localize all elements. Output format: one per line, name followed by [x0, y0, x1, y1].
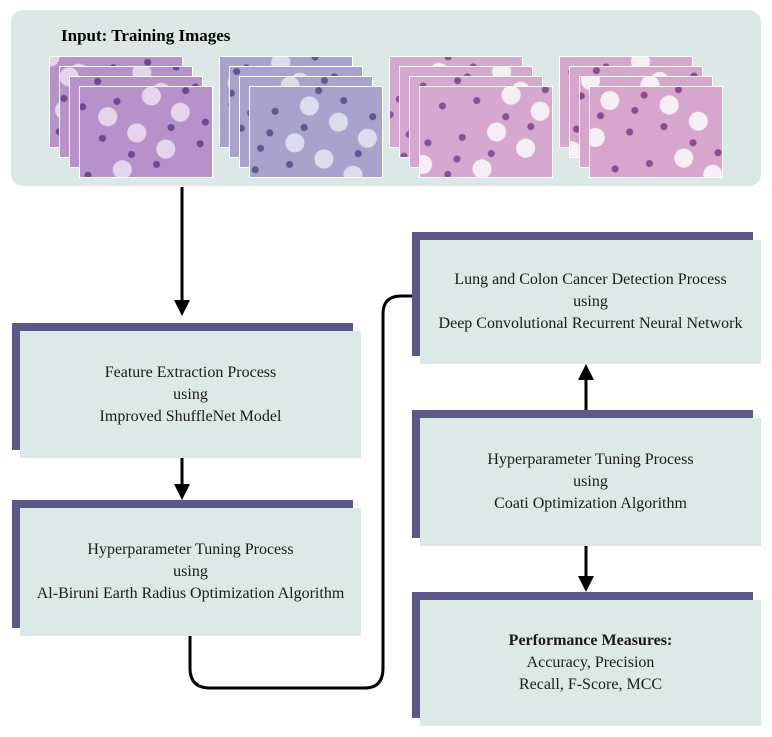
input-panel: Input: Training Images — [11, 10, 761, 186]
performance-line1: Accuracy, Precision — [526, 654, 655, 671]
arrowhead-detection — [578, 364, 594, 380]
colon-tissue-stack-2-image-4 — [589, 86, 723, 178]
detection-line3: Deep Convolutional Recurrent Neural Netw… — [438, 315, 743, 332]
arrowhead-hp-left — [174, 484, 190, 500]
arrowhead-performance — [578, 576, 594, 592]
feature-line2: using — [173, 385, 208, 403]
lung-tissue-stack-2-image-4 — [249, 86, 383, 178]
arrowhead-feature — [174, 300, 190, 316]
input-title: Input: Training Images — [61, 26, 231, 45]
image-stack-1 — [49, 56, 219, 186]
feature-line3: Improved ShuffleNet Model — [99, 407, 282, 425]
image-stack-2 — [219, 56, 389, 186]
hp-left-line1: Hyperparameter Tuning Process — [87, 541, 294, 558]
hp-tuning-right-box: Hyperparameter Tuning Process using Coat… — [420, 418, 761, 546]
image-stack-4 — [559, 56, 729, 186]
detection-box: Lung and Colon Cancer Detection Process … — [420, 240, 761, 364]
detection-line2: using — [573, 293, 608, 310]
performance-line2: Recall, F-Score, MCC — [518, 676, 663, 693]
detection-line1: Lung and Colon Cancer Detection Process — [454, 271, 727, 288]
hp-tuning-left-box: Hyperparameter Tuning Process using Al-B… — [20, 508, 361, 636]
feature-line1: Feature Extraction Process — [104, 363, 277, 381]
hp-right-line3: Coati Optimization Algorithm — [494, 495, 687, 512]
feature-extraction-box: Feature Extraction Process using Improve… — [20, 331, 361, 458]
hp-left-line3: Al-Biruni Earth Radius Optimization Algo… — [36, 585, 345, 602]
performance-box: Performance Measures: Accuracy, Precisio… — [420, 600, 761, 726]
colon-tissue-stack-1-image-4 — [419, 86, 553, 178]
hp-right-line2: using — [573, 473, 608, 490]
lung-tissue-stack-1-image-4 — [79, 86, 213, 178]
hp-right-line1: Hyperparameter Tuning Process — [487, 451, 694, 468]
connector-hp-left-to-detection — [188, 294, 420, 690]
image-stack-3 — [389, 56, 559, 186]
performance-title: Performance Measures: — [508, 632, 673, 649]
hp-left-line2: using — [173, 563, 208, 580]
